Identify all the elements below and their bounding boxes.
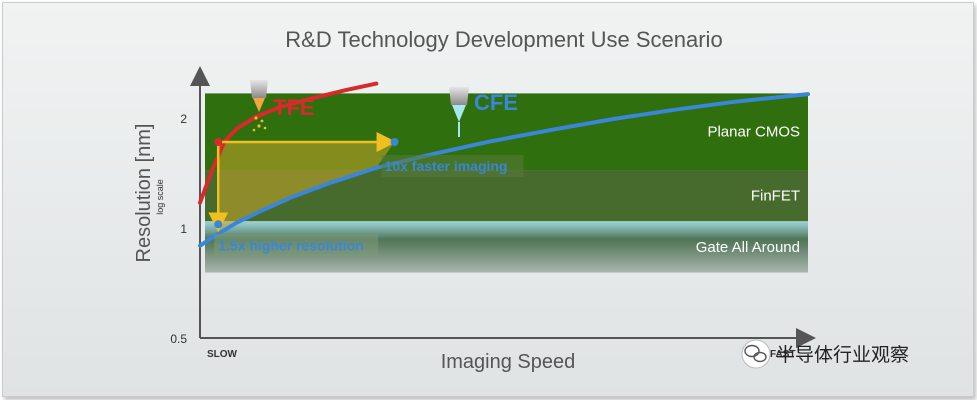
y-axis-title: Resolution [nm] [133,124,155,263]
band-label: Planar CMOS [707,124,800,141]
band-label: FinFET [751,188,800,205]
x-tick-slow: SLOW [207,349,238,360]
improvement-region [218,142,395,234]
callout-resolution: 1.5x higher resolution [218,237,363,253]
tfe-emitter-icon [250,80,268,132]
wechat-icon [744,344,760,358]
y-axis-subtitle: log scale [155,179,165,215]
callout-box-faster [381,155,524,178]
cfe-label: CFE [474,90,518,115]
band-label: Gate All Around [696,239,800,256]
x-axis-title: Imaging Speed [441,351,576,373]
cfe-marker-resolution [214,220,223,229]
callout-box-resolution [214,234,379,257]
y-tick-label: 0.5 [170,332,187,346]
annotations: 10x faster imaging 1.5x higher resolution [208,132,524,257]
cfe-emitter-icon [449,87,469,137]
callout-faster: 10x faster imaging [385,158,508,174]
tfe-label: TFE [273,95,315,120]
x-tick-fast: FAST [770,349,796,360]
watermark: 半导体行业观察 [741,339,909,369]
chart-title: R&D Technology Development Use Scenario [285,27,722,52]
y-tick-labels: 210.5 [170,112,187,346]
cfe-marker-speed [390,138,399,147]
watermark-text: 半导体行业观察 [776,344,909,366]
tfe-marker [214,138,223,147]
y-tick-label: 1 [180,222,187,236]
y-tick-label: 2 [180,112,187,126]
